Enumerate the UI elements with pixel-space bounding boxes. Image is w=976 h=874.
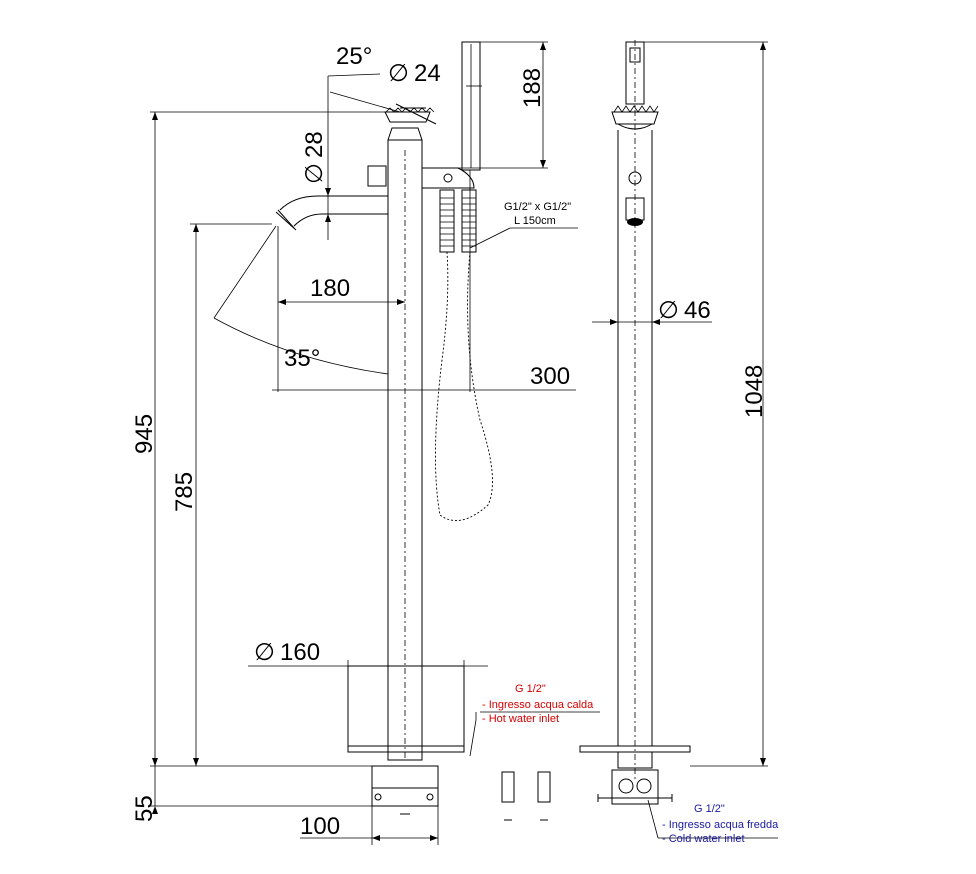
cold-inlet-it: - Ingresso acqua fredda <box>662 819 779 831</box>
hot-inlet-it: - Ingresso acqua calda <box>482 699 594 711</box>
diameter-symbol-160: ∅ <box>254 639 275 666</box>
cold-inlet-en: - Cold water inlet <box>662 833 745 845</box>
dim-1048: 1048 <box>741 365 768 418</box>
dim-24-group: ∅ 24 <box>388 60 441 87</box>
dim-28: 28 <box>301 131 328 158</box>
hot-inlet-thread: G 1/2" <box>515 683 546 695</box>
hot-inlet-en: - Hot water inlet <box>482 713 559 725</box>
dim-300: 300 <box>530 363 570 390</box>
dim-180: 180 <box>310 275 350 302</box>
cold-inlet-thread: G 1/2" <box>694 803 725 815</box>
front-view <box>150 41 600 845</box>
dim-785: 785 <box>171 472 198 512</box>
dim-100: 100 <box>300 813 340 840</box>
dim-55: 55 <box>131 795 158 822</box>
dim-160-group: ∅ 160 <box>254 639 320 666</box>
diameter-symbol-24: ∅ <box>388 60 409 87</box>
dim-28-group: ∅ 28 <box>301 131 328 184</box>
hose-length-label: L 150cm <box>514 215 556 227</box>
diameter-symbol-28: ∅ <box>301 163 328 184</box>
diameter-symbol-46: ∅ <box>658 297 679 324</box>
dim-160: 160 <box>280 639 320 666</box>
dim-24: 24 <box>414 60 441 87</box>
dim-46: 46 <box>684 297 711 324</box>
dim-35-deg: 35° <box>284 345 320 372</box>
side-view <box>579 40 778 839</box>
dim-25-deg: 25° <box>336 43 372 70</box>
dim-945: 945 <box>131 414 158 454</box>
hose-thread-label: G1/2" x G1/2" <box>504 201 571 213</box>
dim-188: 188 <box>519 68 546 108</box>
dim-46-group: ∅ 46 <box>658 297 711 324</box>
